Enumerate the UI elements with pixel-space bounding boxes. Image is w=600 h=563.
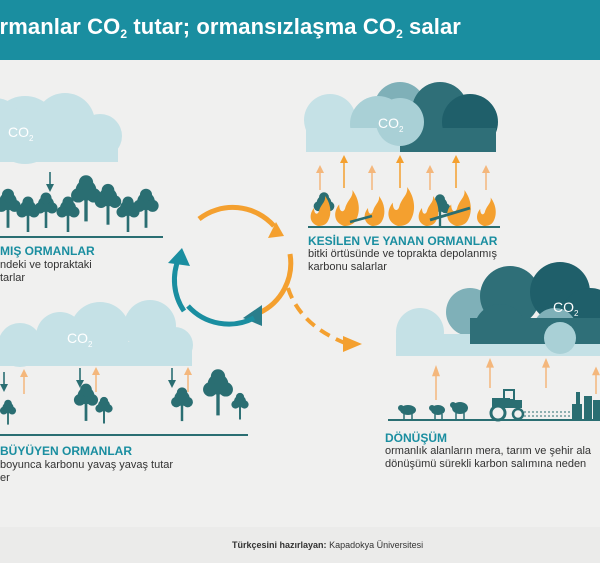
forest-trees xyxy=(0,175,159,232)
conversion-title: DÖNÜŞÜM xyxy=(385,431,447,445)
mature-forest-desc-line2: tarlar xyxy=(0,272,26,284)
tractor-icon xyxy=(489,389,525,422)
page-title: ormanlar CO2 tutar; ormansızlaşma CO2 sa… xyxy=(0,14,461,41)
mature-forest-title: MIŞ ORMANLAR xyxy=(0,244,95,258)
growing-forest-desc-line2: er xyxy=(0,472,10,484)
svg-text:CO2: CO2 xyxy=(8,124,34,143)
co2-cloud: CO2 xyxy=(0,93,122,164)
mature-forest-scene: CO2 xyxy=(0,93,163,238)
svg-text:CO2: CO2 xyxy=(67,330,93,349)
footer-credit: Türkçesini hazırlayan: Kapadokya Ünivers… xyxy=(232,540,423,550)
growing-forest-desc-line1: boyunca karbonu yavaş yavaş tutar xyxy=(0,459,174,471)
svg-text:CO2: CO2 xyxy=(553,299,579,318)
rising-carbon-arrows xyxy=(430,357,600,402)
rising-carbon-arrows xyxy=(315,154,491,191)
burning-forest-desc-line1: bitki örtüsünde ve toprakta depolanmış xyxy=(308,248,497,260)
co2-cloud: CO2 xyxy=(0,300,193,367)
land-conversion-scene: CO2 xyxy=(388,262,600,422)
growing-forest-title: BÜYÜYEN ORMANLAR xyxy=(0,444,132,458)
footer-label: Türkçesini hazırlayan: xyxy=(232,540,327,550)
sheep-icon xyxy=(398,402,468,419)
burning-forest-desc-line2: karbonu salarlar xyxy=(308,261,387,273)
mature-forest-desc-line1: ndeki ve topraktaki xyxy=(0,259,92,271)
co2-cloud: CO2 xyxy=(304,82,498,152)
down-arrow-icon xyxy=(45,171,55,193)
forest-carbon-diagram: CO2 CO2 xyxy=(0,82,600,436)
conversion-desc-line1: ormanlık alanların mera, tarım ve şehir … xyxy=(385,445,592,457)
fire-flames xyxy=(310,187,496,227)
title-banner: ormanlar CO2 tutar; ormansızlaşma CO2 sa… xyxy=(0,0,600,60)
young-trees xyxy=(0,369,249,425)
burning-forest-title: KESİLEN VE YANAN ORMANLAR xyxy=(308,234,498,248)
footer-org: Kapadokya Üniversitesi xyxy=(329,540,424,550)
footer: Türkçesini hazırlayan: Kapadokya Ünivers… xyxy=(0,527,600,563)
absorbing-carbon-arrows xyxy=(0,366,193,395)
co2-cloud: CO2 xyxy=(396,262,600,356)
factory-icon xyxy=(572,392,600,420)
carbon-cycle-arrows xyxy=(168,204,362,352)
conversion-desc-line2: dönüşümü sürekli karbon salımına neden xyxy=(385,458,587,470)
svg-text:CO2: CO2 xyxy=(378,115,404,134)
burning-forest-scene: CO2 xyxy=(304,82,500,228)
crop-rows-icon xyxy=(524,411,570,417)
growing-forest-scene: CO2 xyxy=(0,300,249,436)
